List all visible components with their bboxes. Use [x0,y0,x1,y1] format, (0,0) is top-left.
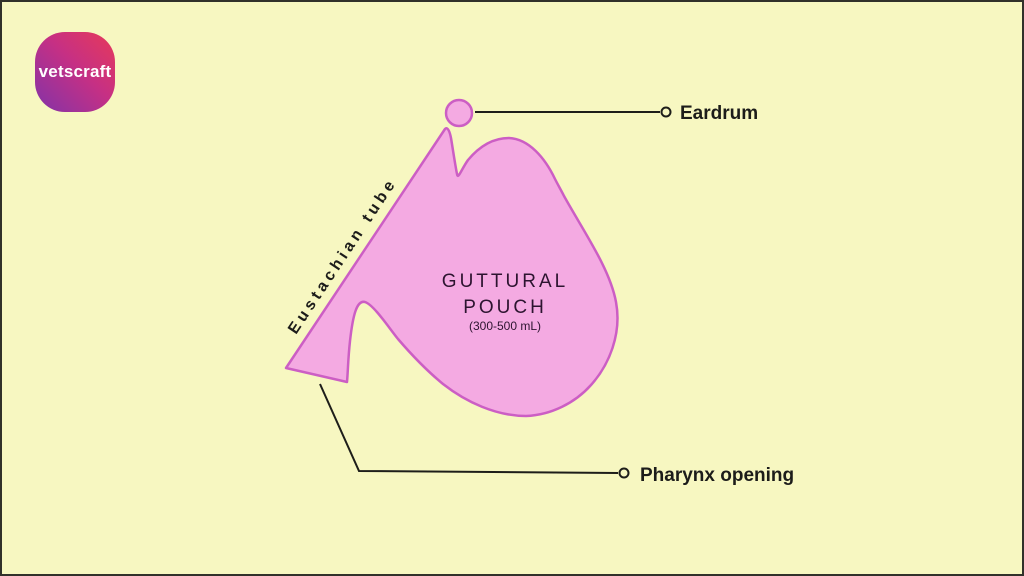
eardrum-label: Eardrum [680,103,758,124]
pharynx-opening-label: Pharynx opening [640,465,794,486]
vetscraft-logo-text: vetscraft [38,62,112,81]
eardrum-marker-dot [660,106,672,118]
pharynx-leader-line [319,383,619,474]
eardrum-shape [444,98,474,128]
pouch-title-line1: GUTTURAL [442,271,568,292]
pharynx-marker-dot [618,467,630,479]
pouch-volume-label: (300-500 mL) [469,319,541,333]
vetscraft-logo: vetscraft [35,32,115,112]
guttural-pouch-shape [284,127,619,418]
pouch-title-line2: POUCH [463,297,547,318]
